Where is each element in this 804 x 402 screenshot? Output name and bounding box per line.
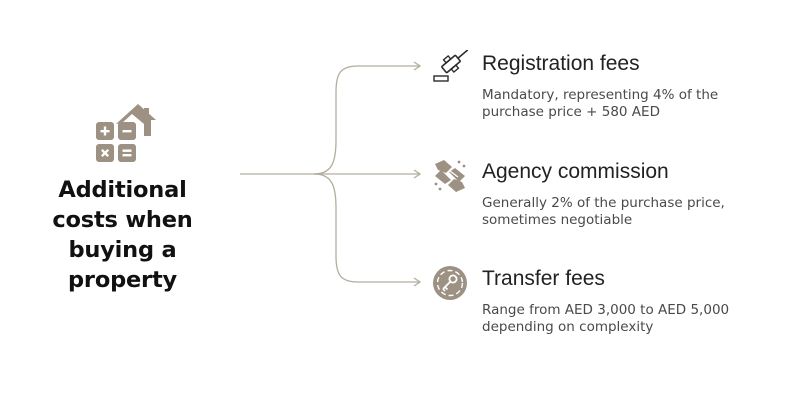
item-title: Registration fees	[482, 52, 640, 75]
handshake-icon	[432, 158, 468, 194]
item-description: Generally 2% of the purchase price, some…	[482, 195, 725, 228]
gavel-icon	[432, 49, 469, 86]
item-title: Transfer fees	[482, 267, 605, 290]
house-calculator-icon	[94, 100, 158, 164]
item-description: Mandatory, representing 4% of the purcha…	[482, 87, 719, 120]
key-icon	[432, 265, 468, 301]
item-title: Agency commission	[482, 160, 669, 183]
item-description: Range from AED 3,000 to AED 5,000 depend…	[482, 302, 730, 335]
main-title: Additional costs when buying a property	[52, 177, 193, 293]
